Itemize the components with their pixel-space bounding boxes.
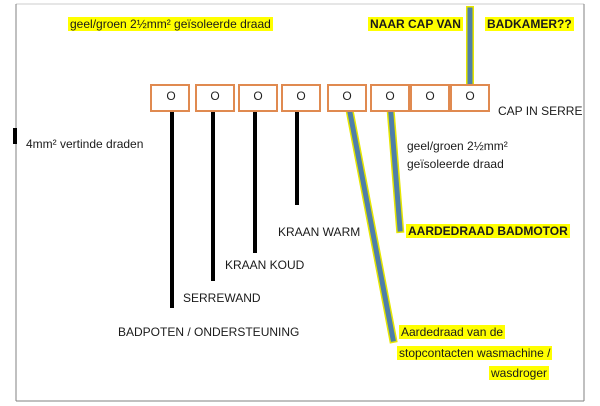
terminal-symbol-5: O (342, 89, 352, 103)
label-serrewand: SERREWAND (183, 291, 261, 305)
label-badpoten: BADPOTEN / ONDERSTEUNING (118, 325, 300, 339)
terminal-cell-7 (410, 84, 450, 112)
terminal-cell-2 (195, 84, 235, 112)
label-aardedraad-badmotor: AARDEDRAAD BADMOTOR (406, 224, 570, 238)
terminal-symbol-8: O (465, 89, 475, 103)
label-kraan-warm: KRAAN WARM (278, 225, 361, 239)
left-edge-marker (13, 128, 17, 144)
terminal-cell-4 (281, 84, 321, 112)
label-aardedraad-2: stopcontacten wasmachine / (397, 346, 553, 360)
label-right-geel-2: geïsoleerde draad (407, 157, 504, 171)
terminal-cell-3 (238, 84, 278, 112)
label-cap-in-serre: CAP IN SERRE (498, 104, 583, 118)
terminal-cell-6 (370, 84, 410, 112)
terminal-symbol-1: O (166, 89, 176, 103)
terminal-cell-5 (327, 84, 367, 112)
label-top-left-geel: geel/groen 2½mm² geïsoleerde draad (68, 17, 273, 31)
label-aardedraad-3: wasdroger (489, 366, 550, 380)
wire-aardedraad-wasmachine (343, 97, 398, 344)
label-vertinde-draden: 4mm² vertinde draden (26, 137, 144, 151)
label-aardedraad-1: Aardedraad van de (399, 325, 506, 339)
terminal-symbol-4: O (296, 89, 306, 103)
label-badkamer: BADKAMER?? (485, 17, 574, 31)
wire-aardedraad-badmotor (385, 97, 405, 234)
terminal-cell-8 (450, 84, 490, 112)
label-naar-cap: NAAR CAP VAN (368, 17, 463, 31)
terminal-symbol-7: O (425, 89, 435, 103)
terminal-symbol-3: O (253, 89, 263, 103)
label-right-geel-1: geel/groen 2½mm² (407, 139, 508, 153)
terminal-symbol-2: O (210, 89, 220, 103)
label-kraan-koud: KRAAN KOUD (225, 258, 305, 272)
terminal-symbol-6: O (385, 89, 395, 103)
terminal-cell-1 (150, 84, 190, 112)
